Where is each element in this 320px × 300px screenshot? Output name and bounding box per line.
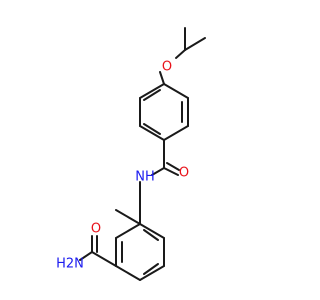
bond	[166, 162, 180, 171]
bond	[139, 125, 165, 141]
double-bond-inner	[143, 229, 159, 241]
amide-linkage	[151, 139, 180, 176]
para-phenyl-ring	[139, 83, 189, 141]
double-bond-inner	[143, 123, 161, 135]
bond	[115, 265, 141, 281]
bond	[163, 167, 179, 176]
double-bond-inner	[143, 263, 159, 275]
amide-nitrogen-label: NH	[135, 170, 155, 185]
bond	[159, 71, 165, 85]
amine-nitrogen-label: H2N	[56, 257, 84, 272]
bond	[115, 223, 141, 239]
bond	[91, 251, 117, 267]
bond	[163, 83, 189, 99]
bond	[139, 265, 165, 281]
carboxamide-group	[79, 235, 117, 267]
bond	[139, 83, 165, 99]
bond	[79, 251, 93, 261]
bond	[175, 49, 186, 59]
bond	[139, 223, 165, 239]
bond	[184, 37, 206, 51]
structure-canvas: O O NH O H2N	[56, 27, 206, 281]
methyl-bond	[115, 209, 141, 225]
ether-oxygen-label: O	[162, 60, 172, 75]
bond	[151, 167, 165, 176]
carbonyl-oxygen-label: O	[179, 166, 189, 181]
molecule-diagram: O O NH O H2N	[56, 27, 206, 281]
trisubstituted-phenyl-ring	[115, 195, 165, 281]
bond	[163, 125, 189, 141]
isopropyl-group	[175, 27, 206, 59]
carboxamide-oxygen-label: O	[91, 222, 101, 237]
double-bond-inner	[143, 89, 161, 101]
